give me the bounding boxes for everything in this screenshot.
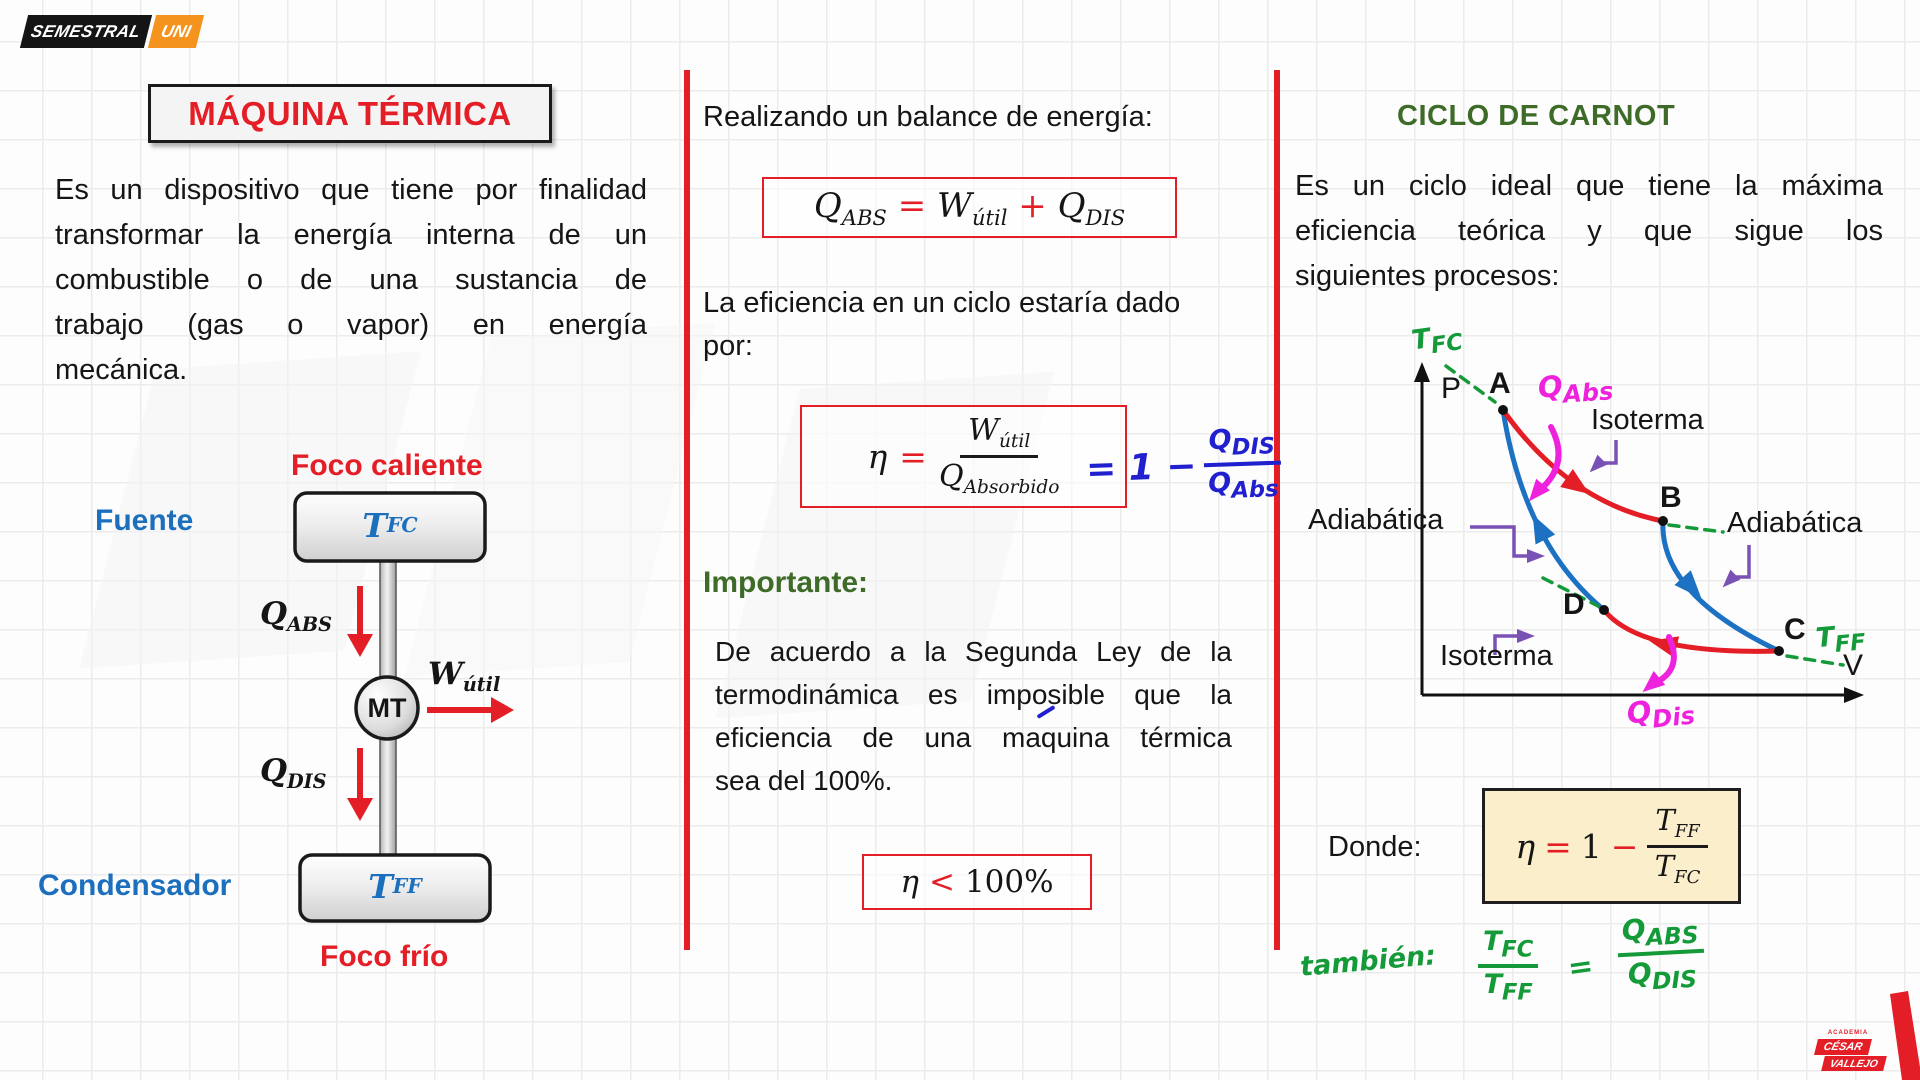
qabs-curved-arrow <box>1538 424 1562 492</box>
paragraph-line: siguientes procesos: <box>1295 260 1560 292</box>
qabs-curved-arrow-head <box>1528 478 1550 502</box>
paragraph-line: eficiencia de una maquina térmica <box>715 722 1232 753</box>
paragraph-line: sea del 100%. <box>715 765 893 796</box>
isoterma-top-pointer <box>1601 440 1618 465</box>
paragraph-line: mecánica. <box>55 354 188 386</box>
adiabat-b-c <box>1660 520 1781 654</box>
balance-formula-box: QABS = Wútil + QDIS <box>762 177 1177 238</box>
carnot-formula-box: η = 1 − TFF TFC <box>1482 788 1741 904</box>
tambien-label: también: <box>1298 940 1438 983</box>
paragraph-line: combustible o de una sustancia de <box>55 264 647 296</box>
efficiency-limit-box: η < 100% <box>862 854 1092 910</box>
second-law-paragraph: De acuerdo a la Segunda Ley de la termod… <box>715 630 1232 802</box>
qdis-handwritten-label: QDis <box>1625 694 1697 734</box>
carnot-fraction: TFF TFC <box>1647 805 1708 887</box>
paragraph-line: Es un dispositivo que tiene por finalida… <box>55 174 647 206</box>
temperature-ratio-fraction: TFC TFF <box>1478 927 1539 1005</box>
adiabatica-left-pointer <box>1470 525 1528 558</box>
qdis-label: QDIS <box>260 753 327 794</box>
qabs-label: QABS <box>260 596 333 637</box>
brand-uni: UNI <box>147 15 205 48</box>
adiabat-da-arrow <box>1532 514 1556 545</box>
efficiency-intro-line1: La eficiencia en un ciclo estaría dado <box>703 287 1181 319</box>
carnot-paragraph: Es un ciclo ideal que tiene la máxima ef… <box>1295 164 1883 299</box>
purple-annotation-arrows <box>1470 440 1751 655</box>
hw-green-equals: = <box>1565 948 1596 987</box>
point-b-label: B <box>1660 481 1682 514</box>
mt-label: MT <box>367 692 407 723</box>
logo-vallejo-band: VALLEJO <box>1821 1056 1887 1071</box>
foco-caliente-label: Foco caliente <box>291 449 483 482</box>
brand-uni-label: UNI <box>159 21 194 41</box>
adiabat-d-a <box>1500 409 1606 612</box>
qdis-curved-arrow <box>1654 634 1677 685</box>
balance-formula: QABS = Wútil + QDIS <box>813 185 1126 230</box>
tff-handwritten-label: TFF <box>1814 621 1867 658</box>
handwritten-efficiency-note: = 1 − QDIS QAbs <box>1085 424 1282 509</box>
logo-cesar-band: CÉSAR <box>1814 1039 1872 1055</box>
axis-p-label: P <box>1441 372 1462 405</box>
point-c-label: C <box>1784 613 1806 646</box>
left-title-box: MÁQUINA TÉRMICA <box>148 84 552 143</box>
heat-ratio-fraction: QABS QDIS <box>1615 911 1706 996</box>
axis-x-arrow <box>1844 687 1864 703</box>
isotherm-ab-arrow <box>1560 468 1590 495</box>
wutil-label: Wútil <box>428 656 501 697</box>
efficiency-formula-box: η = Wútil QAbsorbido <box>800 405 1127 508</box>
brand-semestral-label: SEMESTRAL <box>29 21 144 41</box>
qdis-arrow-head <box>347 798 373 821</box>
balance-heading: Realizando un balance de energía: <box>703 101 1153 133</box>
paragraph-line: transformar la energía interna de un <box>55 219 647 251</box>
efficiency-intro-line2: por: <box>703 330 753 362</box>
adiabatica-right-pointer-head <box>1722 569 1741 588</box>
divider-right <box>1274 70 1280 950</box>
paragraph-line: trabajo (gas o vapor) en energía <box>55 309 647 341</box>
page-title: MÁQUINA TÉRMICA <box>188 94 512 132</box>
isotherm-cd-arrow <box>1649 636 1680 658</box>
adiabatica-right-label: Adiabática <box>1727 507 1863 539</box>
hw-blue-fraction: QDIS QAbs <box>1203 424 1282 505</box>
foco-frio-label: Foco frío <box>320 940 449 973</box>
heat-engine-paragraph: Es un dispositivo que tiene por finalida… <box>55 168 647 393</box>
carnot-title: CICLO DE CARNOT <box>1397 100 1676 132</box>
isoterma-bottom-label: Isoterma <box>1440 640 1553 672</box>
fuente-label: Fuente <box>95 504 194 537</box>
qabs-handwritten-label: QAbs <box>1536 368 1615 409</box>
efficiency-fraction: Wútil QAbsorbido <box>938 413 1060 498</box>
axis-v-label: V <box>1843 649 1864 682</box>
importante-heading: Importante: <box>703 566 868 599</box>
adiabatica-left-label: Adiabática <box>1308 504 1444 536</box>
cesar-vallejo-logo: ACADEMIA CÉSAR VALLEJO <box>1808 1028 1908 1078</box>
axis-y-arrow <box>1414 362 1430 382</box>
condensador-label: Condensador <box>38 869 232 902</box>
logo-academia-line: ACADEMIA <box>1827 1030 1869 1036</box>
tfc-handwritten-label: TFC <box>1409 323 1465 360</box>
brand-semestral: SEMESTRAL <box>19 15 153 48</box>
adiabatica-right-pointer <box>1735 545 1751 579</box>
point-a-label: A <box>1489 367 1511 400</box>
point-c-dot <box>1774 646 1784 656</box>
dash-b <box>1667 523 1725 534</box>
isoterma-top-label: Isoterma <box>1591 404 1704 436</box>
hw-blue-prefix: = 1 − <box>1085 445 1198 491</box>
paragraph-line: De acuerdo a la Segunda Ley de la <box>715 636 1232 667</box>
isotherm-c-d <box>1602 608 1780 654</box>
point-a-dot <box>1498 405 1508 415</box>
point-d-label: D <box>1563 588 1585 621</box>
adiabat-bc-arrow <box>1674 570 1702 599</box>
point-d-dot <box>1599 605 1609 615</box>
paragraph-line: eficiencia teórica y que sigue los <box>1295 215 1883 247</box>
paragraph-line: Es un ciclo ideal que tiene la máxima <box>1295 170 1883 202</box>
donde-label: Donde: <box>1328 831 1422 863</box>
adiabatica-left-pointer-head <box>1527 549 1545 563</box>
point-b-dot <box>1658 516 1668 526</box>
isoterma-top-pointer-head <box>1589 454 1608 473</box>
paragraph-line: termodinámica es imposible que la <box>715 679 1232 710</box>
